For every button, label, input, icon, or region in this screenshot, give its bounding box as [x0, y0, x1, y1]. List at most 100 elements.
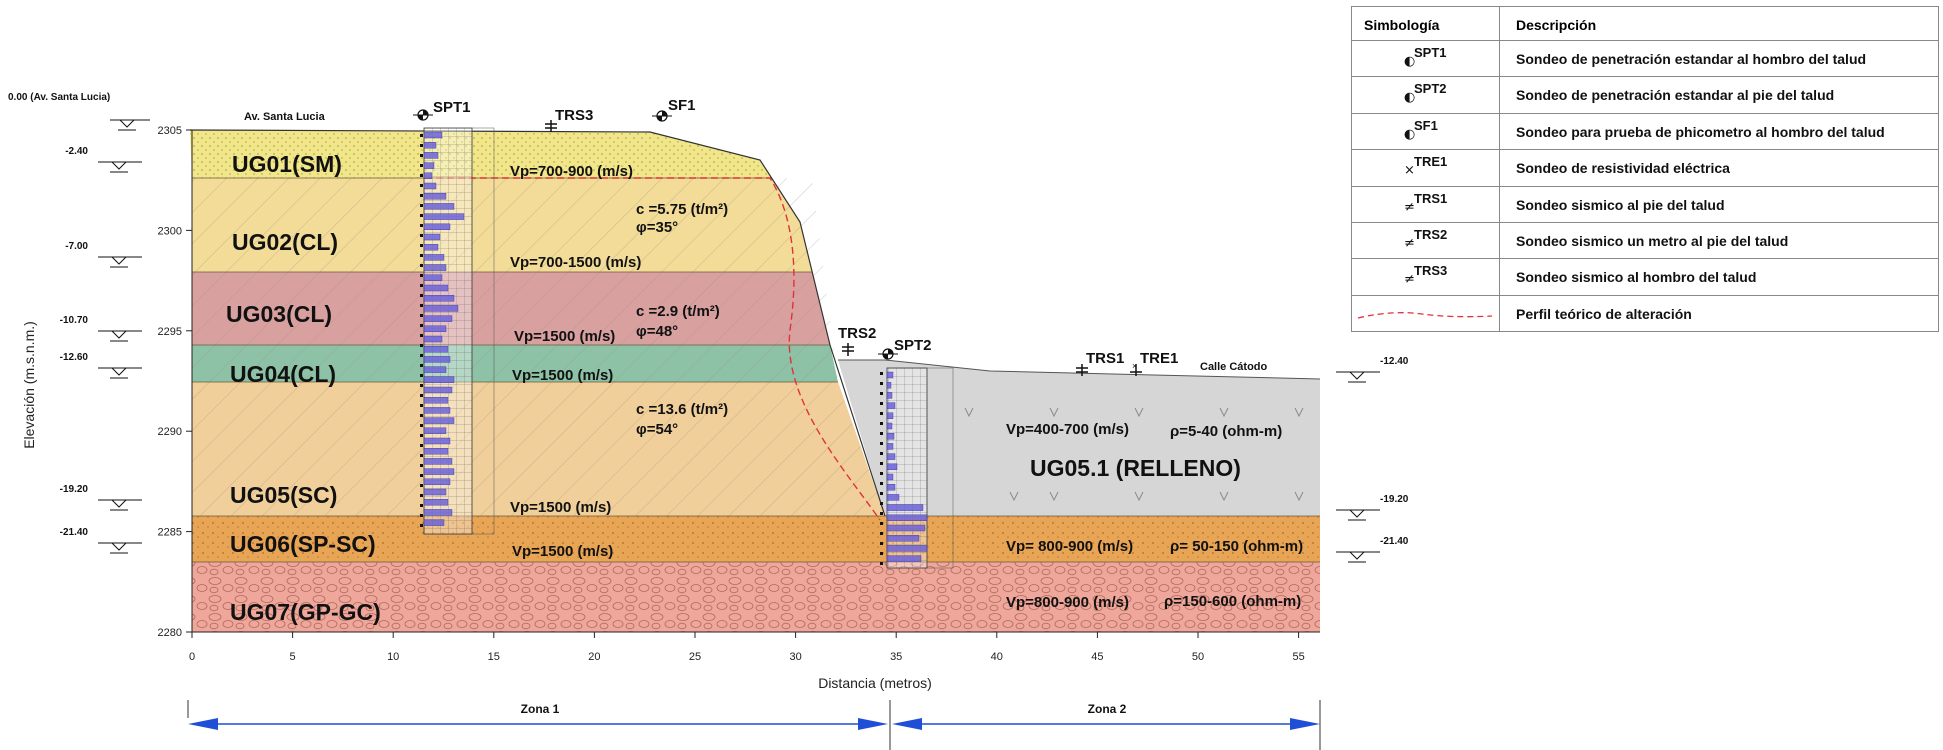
x-tick-label: 45 [1091, 651, 1103, 663]
x-tick-label: 55 [1292, 651, 1304, 663]
spt2-symbol-icon [878, 348, 898, 360]
y-tick-label: 2300 [158, 225, 182, 237]
spt2-sample-mark [880, 442, 883, 445]
spt1-blow-bar [423, 325, 447, 332]
elevation-mark-label: -7.00 [65, 241, 88, 252]
elevation-mark-label: -19.20 [60, 484, 89, 495]
unit-label-ug02: UG02(CL) [232, 229, 338, 255]
spt1-sample-mark [420, 474, 423, 477]
spt1-blow-bar [423, 192, 447, 200]
spt1-sample-mark [420, 154, 423, 157]
spt1-sample-mark [420, 144, 423, 147]
unit-label-ug03: UG03(CL) [226, 301, 332, 327]
y-tick-label: 2295 [158, 326, 182, 338]
spt1-sample-mark [420, 214, 423, 217]
spt2-blow-bar [886, 392, 893, 399]
spt1-sample-mark [420, 374, 423, 377]
x-axis-label: Distancia (metros) [818, 675, 932, 691]
spt2-sample-mark [880, 562, 883, 565]
vp-ug01: Vp=700-900 (m/s) [510, 163, 633, 180]
legend-symbol-cell: ◐SF1 [1352, 113, 1500, 150]
spt1-blow-bar [423, 264, 447, 271]
spt2-sample-mark [880, 482, 883, 485]
legend-description: Sondeo para prueba de phicometro al homb… [1516, 123, 1885, 140]
spt2-sample-mark [880, 462, 883, 465]
spt1-blow-bar [423, 458, 453, 465]
spt2-sample-mark [880, 382, 883, 385]
spt1-blow-bar [423, 284, 449, 292]
spt2-sample-mark [880, 432, 883, 435]
alteration-profile-line [425, 177, 881, 521]
spt1-sample-mark [420, 304, 423, 307]
spt2-blow-bar [886, 382, 892, 389]
spt2-sample-mark [880, 472, 883, 475]
spt2-blow-bar [886, 443, 894, 450]
spt1-blow-bar [423, 448, 449, 455]
unit-relleno-area [838, 360, 1320, 516]
legend-symbol-icon: ≠ [1404, 199, 1415, 215]
spt1-sample-mark [420, 164, 423, 167]
x-tick-label: 20 [588, 651, 600, 663]
zone1-arrow-left-icon [188, 718, 218, 730]
spt1-blow-bar [423, 162, 435, 169]
cohesion-ug02: c =5.75 (t/m²) [636, 201, 728, 218]
legend-symbol-cell: ◐SPT2 [1352, 77, 1500, 113]
spt1-blow-bar [423, 468, 455, 475]
spt1-sample-mark [420, 364, 423, 367]
unit-label-ug01: UG01(SM) [232, 151, 342, 177]
legend-symbol-cell: ◐SPT1 [1352, 41, 1500, 77]
spt1-blow-bar [423, 274, 443, 281]
street-left-label: Av. Santa Lucia [244, 111, 326, 123]
spt2-blow-bar [886, 371, 894, 379]
legend-symbol-label: TRE1 [1414, 154, 1448, 170]
legend-symbol-label: SPT2 [1414, 81, 1447, 97]
elevation-mark-label: -21.40 [60, 527, 89, 538]
spt1-label: SPT1 [433, 99, 471, 116]
y-axis-label: Elevación (m.s.n.m.) [21, 321, 37, 449]
unit-labels: UG01(SM) UG02(CL) UG03(CL) UG04(CL) UG05… [226, 151, 1241, 625]
spt1-symbol-icon [413, 109, 433, 121]
spt1-blow-bar [423, 131, 443, 139]
spt1-sample-mark [420, 314, 423, 317]
spt2-sample-mark [880, 512, 883, 515]
friction-ug03: φ=48° [636, 323, 678, 340]
zone2-arrow-left-icon [892, 718, 922, 730]
spt2-blow-bar [886, 484, 896, 491]
spt1-blow-bar [423, 315, 453, 322]
vp-ug06: Vp=1500 (m/s) [512, 543, 613, 560]
spt1-blow-bar [423, 203, 455, 210]
spt1-sample-mark [420, 354, 423, 357]
spt1-blow-bar [423, 172, 433, 180]
legend-symbol-label: SPT1 [1414, 45, 1447, 60]
vp-ug02: Vp=700-1500 (m/s) [510, 254, 641, 271]
legend-description: Sondeo de penetración estandar al pie de… [1516, 87, 1835, 104]
cohesion-ug03: c =2.9 (t/m²) [636, 303, 720, 320]
spt1-blow-bar [423, 254, 445, 261]
legend-header-desc: Descripción [1516, 17, 1597, 33]
spt2-blow-bar [886, 412, 894, 419]
spt2-blow-bar [886, 433, 895, 440]
spt1-sample-mark [420, 454, 423, 457]
sf1-symbol-icon [652, 110, 672, 122]
spt1-sample-mark [420, 184, 423, 187]
spt1-sample-mark [420, 294, 423, 297]
spt2-blow-bar [886, 555, 922, 562]
legend-symbol-label: TRS2 [1414, 226, 1448, 242]
spt2-blow-bar [886, 524, 926, 532]
zones: Zona 1 Zona 2 [187, 700, 1321, 750]
trs2-label: TRS2 [838, 325, 876, 342]
spt1-blow-bar [423, 417, 455, 424]
spt2-sample-mark [880, 372, 883, 375]
legend-row: ◐SPT2 Sondeo de penetración estandar al p… [1352, 77, 1938, 114]
spt1-sample-mark [420, 444, 423, 447]
spt1-blow-bar [423, 478, 451, 485]
spt1-sample-mark [420, 224, 423, 227]
elevation-triangle-icon [110, 367, 128, 376]
top-reference-label: 0.00 (Av. Santa Lucia) [8, 92, 110, 103]
spt1-sample-mark [420, 274, 423, 277]
spt1-sample-mark [420, 244, 423, 247]
zone1-arrow-right-icon [858, 718, 888, 730]
elevation-triangle-icon [110, 542, 128, 551]
friction-ug02: φ=35° [636, 219, 678, 236]
legend-symbol-icon: ≠ [1404, 272, 1415, 288]
